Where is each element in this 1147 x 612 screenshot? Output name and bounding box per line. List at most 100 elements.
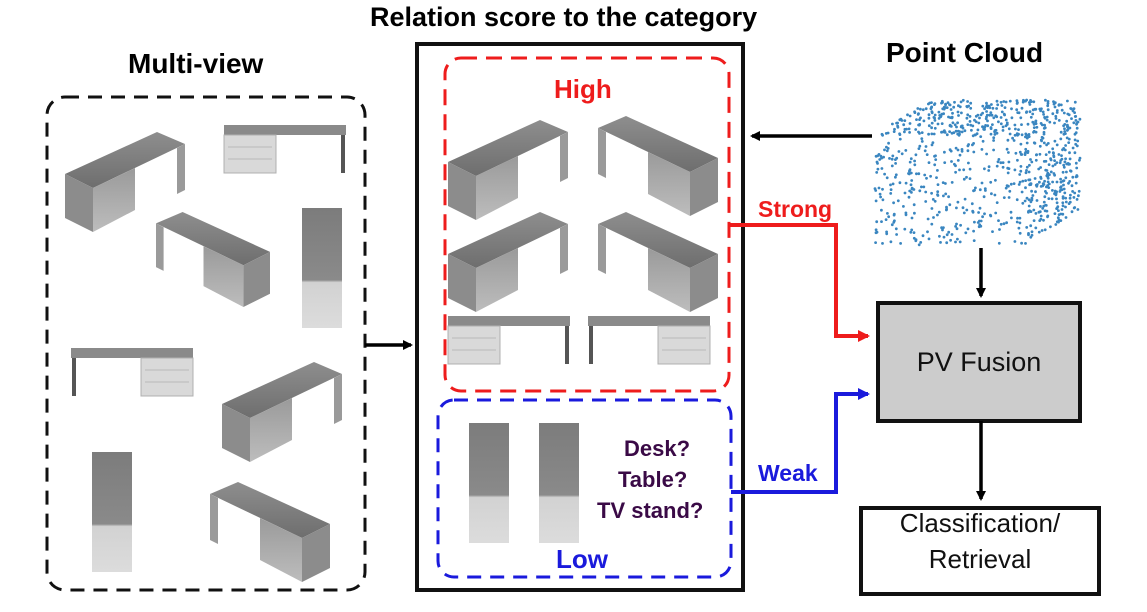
- point-cloud-dot: [927, 132, 930, 136]
- point-cloud-dot: [892, 201, 895, 205]
- point-cloud-dot: [1061, 204, 1065, 208]
- point-cloud-dot: [1065, 119, 1069, 123]
- point-cloud-dot: [1048, 120, 1052, 124]
- point-cloud-dot: [922, 119, 926, 123]
- point-cloud-dot: [909, 183, 913, 187]
- point-cloud-dot: [962, 211, 966, 215]
- point-cloud-dot: [1027, 170, 1031, 174]
- point-cloud-dot: [960, 124, 964, 128]
- point-cloud-dot: [933, 102, 937, 105]
- point-cloud-dot: [987, 165, 991, 169]
- point-cloud-dot: [926, 230, 929, 234]
- point-cloud-dot: [1005, 121, 1009, 125]
- point-cloud-dot: [965, 208, 969, 212]
- point-cloud-dot: [1060, 108, 1064, 112]
- point-cloud-dot: [1050, 197, 1054, 201]
- point-cloud-dot: [961, 206, 965, 210]
- point-cloud-dot: [958, 240, 962, 244]
- point-cloud-dot: [962, 177, 966, 181]
- strong-label: Strong: [758, 196, 833, 222]
- point-cloud-dot: [984, 189, 987, 192]
- point-cloud-dot: [918, 189, 922, 193]
- point-cloud-dot: [1042, 200, 1046, 204]
- point-cloud-dot: [984, 124, 987, 127]
- point-cloud-dot: [880, 156, 883, 160]
- point-cloud-dot: [1033, 122, 1036, 126]
- point-cloud-dot: [924, 107, 928, 111]
- point-cloud-dot: [982, 195, 986, 199]
- point-cloud-dot: [989, 180, 993, 184]
- point-cloud-dot: [1005, 221, 1008, 225]
- point-cloud-dot: [1015, 99, 1019, 103]
- point-cloud-dot: [1070, 184, 1074, 188]
- point-cloud-dot: [910, 187, 914, 191]
- point-cloud-dot: [972, 239, 976, 243]
- point-cloud-dot: [1059, 130, 1063, 134]
- point-cloud-dot: [880, 167, 884, 170]
- point-cloud-dot: [1053, 121, 1056, 125]
- point-cloud-dot: [1019, 165, 1023, 168]
- point-cloud-dot: [948, 203, 952, 207]
- point-cloud-dot: [1044, 153, 1048, 157]
- point-cloud-dot: [1063, 191, 1067, 195]
- point-cloud-dot: [951, 121, 955, 125]
- point-cloud-dot: [999, 161, 1003, 165]
- relation-title: Relation score to the category: [370, 2, 758, 32]
- point-cloud-dot: [1064, 157, 1067, 161]
- point-cloud-dot: [1072, 107, 1076, 110]
- point-cloud-dot: [1053, 105, 1057, 109]
- point-cloud-dot: [898, 133, 902, 137]
- point-cloud-dot: [991, 230, 994, 234]
- point-cloud-dot: [1038, 152, 1042, 156]
- low-renders: [469, 423, 579, 543]
- point-cloud-dot: [1067, 162, 1070, 166]
- point-cloud-dot: [1075, 122, 1079, 125]
- point-cloud-dot: [898, 137, 902, 141]
- point-cloud-dot: [1076, 139, 1080, 143]
- point-cloud-dot: [983, 107, 986, 111]
- point-cloud-dot: [973, 220, 976, 224]
- point-cloud-dot: [995, 131, 999, 135]
- point-cloud-dot: [885, 176, 889, 180]
- point-cloud-dot: [987, 104, 991, 108]
- point-cloud-dot: [951, 111, 954, 115]
- point-cloud-dot: [1000, 104, 1004, 107]
- point-cloud-dot: [891, 122, 894, 126]
- point-cloud-dot: [944, 182, 947, 185]
- point-cloud-dot: [930, 111, 934, 115]
- point-cloud-dot: [997, 241, 1001, 245]
- point-cloud-dot: [906, 113, 909, 117]
- point-cloud-dot: [1074, 119, 1078, 122]
- point-cloud-dot: [1052, 151, 1055, 155]
- point-cloud-dot: [917, 130, 920, 134]
- point-cloud-dot: [974, 120, 978, 124]
- point-cloud-dot: [993, 193, 997, 197]
- point-cloud-dot: [969, 101, 973, 105]
- point-cloud-dot: [1000, 110, 1004, 114]
- point-cloud-dot: [1024, 186, 1027, 190]
- point-cloud-dot: [903, 130, 906, 134]
- point-cloud-dot: [997, 219, 1000, 223]
- point-cloud-dot: [885, 232, 889, 236]
- point-cloud-dot: [1068, 151, 1071, 155]
- point-cloud-dot: [981, 215, 984, 219]
- point-cloud-dot: [990, 103, 993, 106]
- point-cloud-dot: [936, 190, 940, 194]
- point-cloud-dot: [955, 206, 958, 210]
- strong-link-path: [729, 223, 870, 342]
- point-cloud-dot: [895, 156, 899, 160]
- point-cloud-dot: [966, 149, 970, 153]
- point-cloud-dot: [1001, 125, 1005, 129]
- point-cloud-dot: [937, 210, 941, 214]
- point-cloud-dot: [971, 124, 975, 128]
- point-cloud-dot: [976, 221, 980, 224]
- point-cloud-dot: [896, 199, 900, 203]
- point-cloud-dot: [917, 243, 921, 247]
- point-cloud-dot: [999, 222, 1003, 226]
- point-cloud-dot: [948, 130, 951, 134]
- point-cloud-dot: [995, 99, 999, 103]
- point-cloud-dot: [1004, 186, 1008, 190]
- point-cloud-dot: [992, 136, 996, 140]
- point-cloud-dot: [1030, 189, 1033, 193]
- point-cloud-dot: [908, 122, 912, 125]
